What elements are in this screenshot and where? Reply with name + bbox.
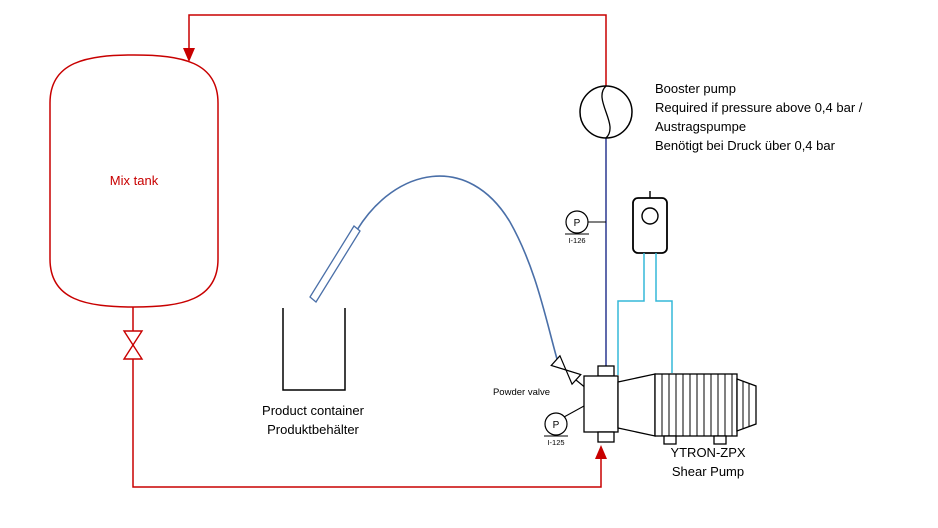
booster-pump-symbol: [579, 85, 633, 139]
booster-note-line3: Austragspumpe: [655, 119, 747, 134]
shear-pump-line1: YTRON-ZPX: [670, 445, 746, 460]
motor-foot-right: [713, 435, 727, 445]
product-container-outline: [282, 308, 346, 391]
motor-end-cap: [736, 378, 757, 432]
flow-arrow-up-icon: [595, 445, 607, 459]
pump-inlet-stub: [597, 365, 615, 377]
booster-note-line2: Required if pressure above 0,4 bar /: [655, 100, 863, 115]
signal-line-right: [655, 253, 673, 373]
booster-note-line1: Booster pump: [655, 81, 736, 96]
product-container-label: Product container Produktbehälter: [233, 401, 393, 439]
mix-tank-vessel: [49, 54, 219, 308]
red-process-pipes: [132, 14, 607, 488]
pipe-top-return: [188, 14, 607, 86]
pump-head: [583, 375, 619, 433]
motor-foot-left: [663, 435, 677, 445]
booster-note-line4: Benötigt bei Druck über 0,4 bar: [655, 138, 835, 153]
gauge-i125-tag: I-125: [547, 438, 564, 447]
gauge-i126-letter: P: [574, 218, 581, 229]
motor-fins: [661, 374, 733, 436]
shear-pump-label: YTRON-ZPX Shear Pump: [638, 443, 778, 481]
control-box: [632, 191, 668, 254]
pipe-bottom-suction: [132, 359, 602, 488]
shear-pump-symbol: [583, 365, 757, 445]
pressure-gauge-i126: P I-126: [565, 210, 606, 245]
suction-hose: [356, 175, 558, 360]
gauge-i126-tag: I-126: [568, 236, 585, 245]
signal-lines: [617, 253, 673, 375]
booster-pump-note: Booster pump Required if pressure above …: [655, 79, 862, 155]
gauge-i125-letter: P: [553, 420, 560, 431]
tank-outlet-valve: [122, 330, 144, 360]
powder-valve-label: Powder valve: [492, 387, 550, 398]
suction-lance: [309, 225, 361, 303]
shear-pump-line2: Shear Pump: [671, 464, 745, 479]
signal-line-left: [617, 253, 645, 375]
pressure-gauge-i125: P I-125: [544, 405, 585, 447]
product-container-line2: Produktbehälter: [267, 422, 359, 437]
mix-tank-label: Mix tank: [109, 173, 159, 188]
product-container-line1: Product container: [262, 403, 364, 418]
flow-arrow-down-icon: [183, 48, 195, 62]
pump-cone: [617, 373, 656, 437]
pump-bottom-stub: [597, 431, 615, 443]
powder-valve: [550, 354, 582, 386]
